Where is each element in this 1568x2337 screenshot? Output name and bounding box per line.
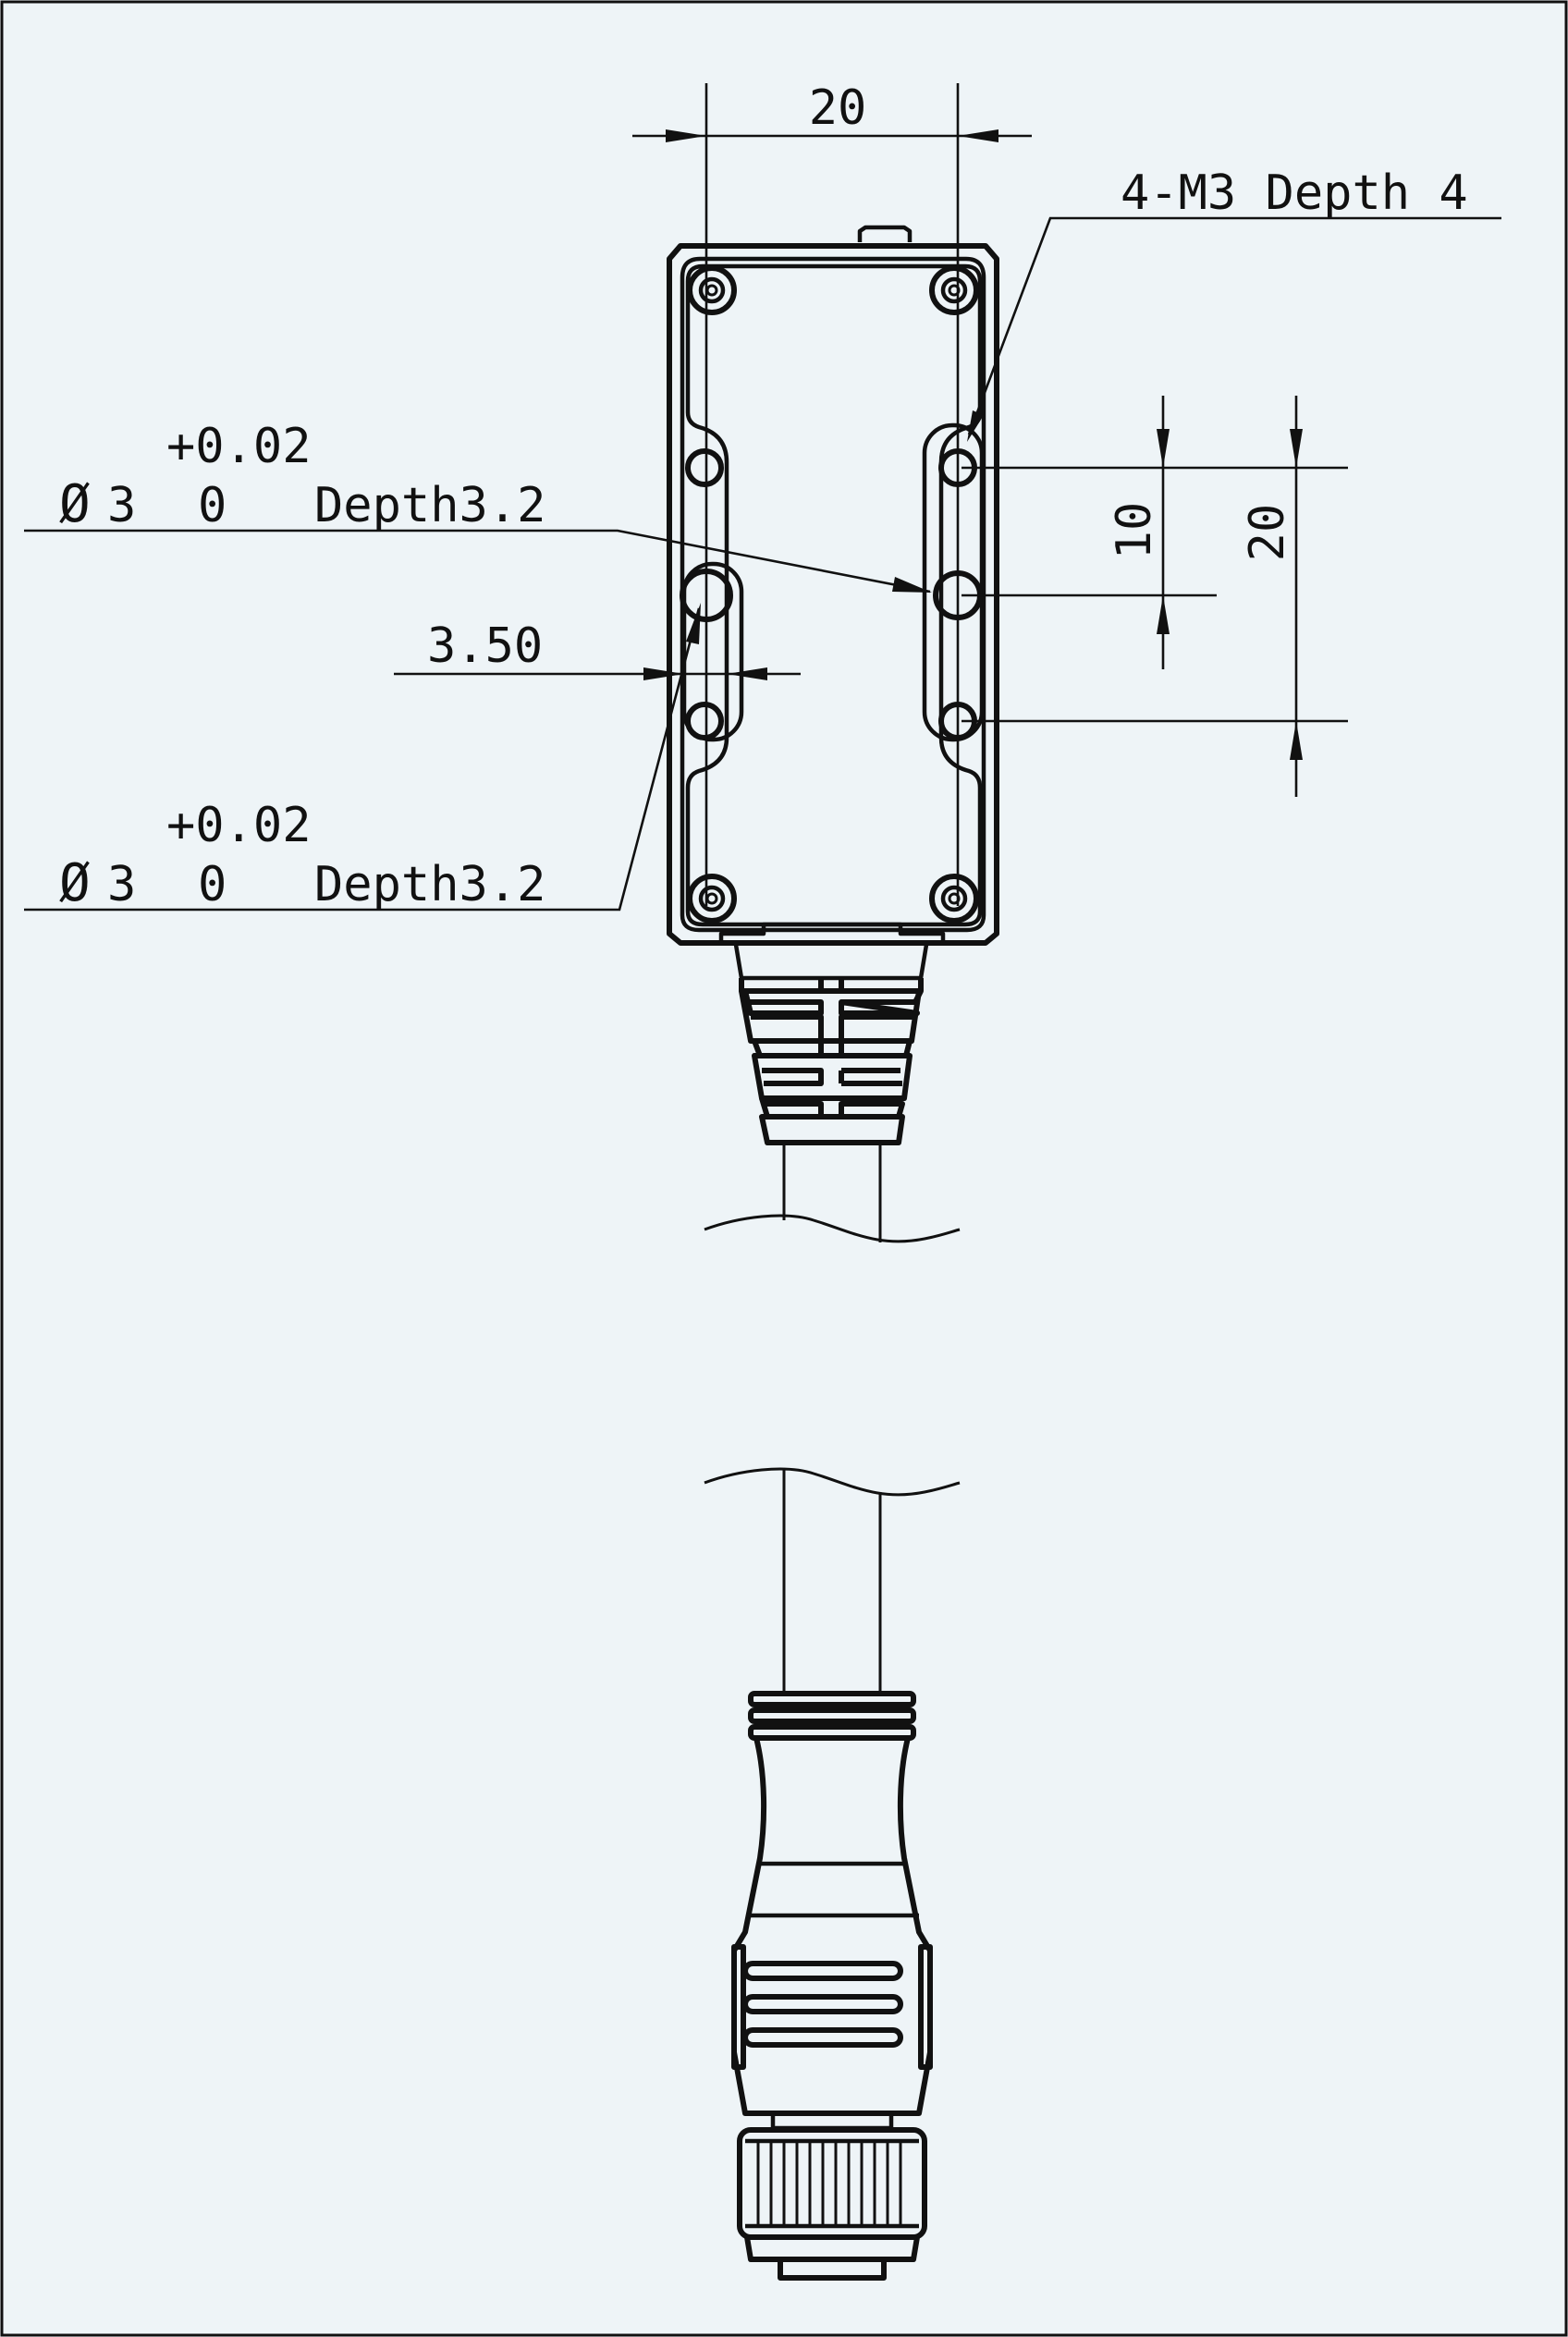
pitch-large-label: 20	[1240, 504, 1295, 562]
dimension-lines	[24, 83, 1501, 912]
pin1-tol-lower: 0	[198, 478, 227, 533]
pin2-tol-lower: 0	[198, 857, 227, 912]
break-line-top	[704, 1214, 961, 1243]
m12-connector	[731, 1691, 933, 2281]
pin2-dia-symbol: Ø	[59, 853, 91, 913]
pin2-tol-upper: +0.02	[166, 798, 312, 853]
hole-left-bottom	[685, 702, 724, 740]
pin1-dia-symbol: Ø	[59, 474, 91, 534]
strain-relief	[733, 944, 929, 1145]
sensor-head	[667, 225, 999, 946]
thread-callout-label: 4-M3 Depth 4	[1121, 165, 1468, 221]
break-line-bottom	[704, 1467, 961, 1497]
dimension-text: 20 4-M3 Depth 4 +0.02 Ø 3 0 Depth3.2 3.5…	[59, 80, 1468, 913]
pin1-tol-upper: +0.02	[166, 419, 312, 474]
pin2-dia: 3	[107, 857, 136, 912]
pin2-depth: Depth3.2	[314, 857, 545, 912]
hole-left-top	[685, 448, 724, 487]
pin1-dia: 3	[107, 478, 136, 533]
pin1-depth: Depth3.2	[314, 478, 545, 533]
top-dim-label: 20	[809, 80, 867, 136]
slot-width-label: 3.50	[427, 618, 543, 674]
pitch-small-label: 10	[1107, 502, 1162, 560]
cable	[704, 1143, 961, 1694]
